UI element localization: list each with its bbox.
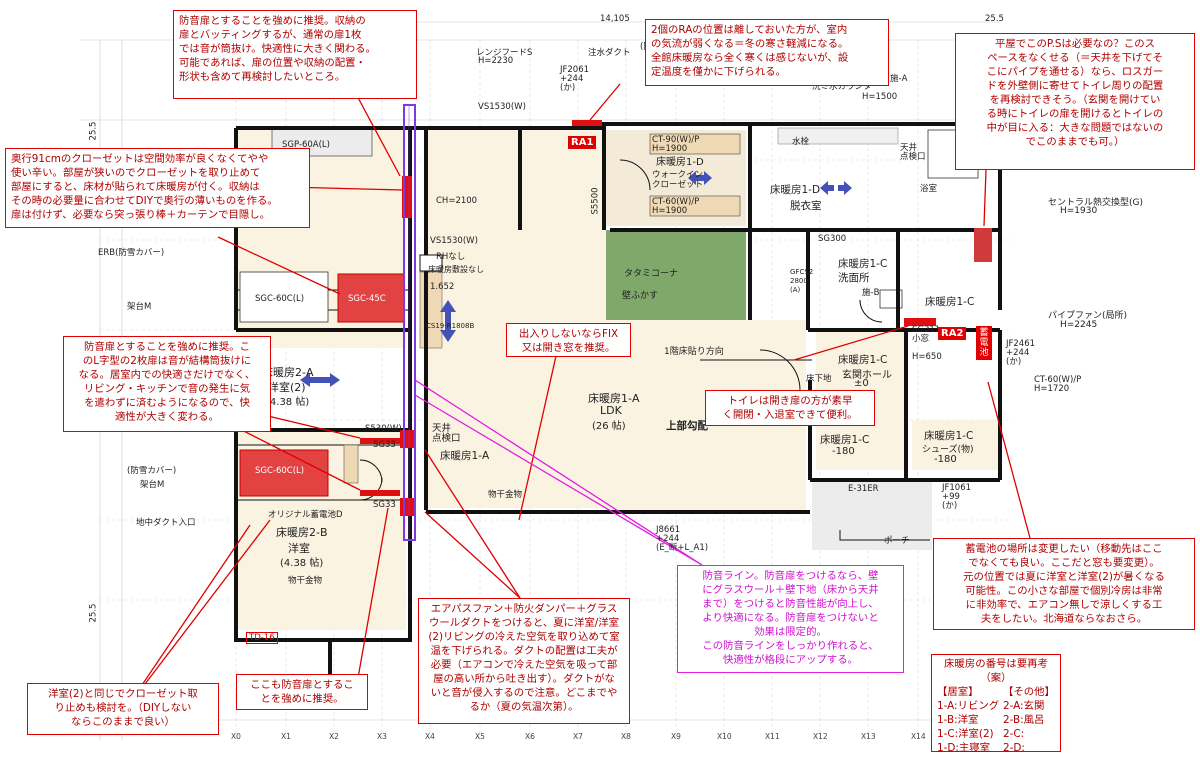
grid-label: X4 [425, 732, 435, 741]
grid-label: X6 [525, 732, 535, 741]
legend-cell: 1-B:洋室 [937, 714, 979, 726]
grid-label: X2 [329, 732, 339, 741]
legend-cell: 2-A:玄関 [1003, 700, 1045, 712]
note-ps-space: 平屋でこのP.Sは必要なの？このス ペースをなくせる（＝天井を下げてそ こにパイ… [955, 33, 1195, 170]
pointer-lines-magenta [414, 379, 703, 566]
grid-label: X9 [671, 732, 681, 741]
grid-label: X13 [861, 732, 876, 741]
note-ra-position: 2個のRAの位置は離しておいた方が、室内 の気流が弱くなる＝冬の寒さ軽減になる。… [645, 19, 889, 86]
legend-row: 1-C:洋室(2) 2-C: [937, 727, 1055, 741]
floor-direction-arrows [300, 171, 852, 387]
note-soundproof-line: 防音ライン。防音扉をつけるなら、壁 にグラスウール＋壁下地（床から天井 まで）を… [677, 565, 904, 673]
legend-title: 床暖房の番号は要再考（案） [944, 658, 1048, 684]
legend-cell: 2-B:風呂 [1003, 714, 1045, 726]
grid-label: X5 [475, 732, 485, 741]
grid-label: X8 [621, 732, 631, 741]
floor-heating-legend: 床暖房の番号は要再考（案） 【居室】 【その他】 1-A:リビング 2-A:玄関… [931, 654, 1061, 755]
note-soundproof-door-bottom: ここも防音扉とするこ とを強めに推奨。 [236, 674, 368, 710]
grid-label: X0 [231, 732, 241, 741]
grid-label: X7 [573, 732, 583, 741]
floor-fills [236, 127, 1002, 630]
legend-cell: 1-D:主寝室 [937, 742, 991, 754]
legend-row: 1-A:リビング 2-A:玄関 [937, 699, 1055, 713]
note-battery-location: 蓄電池の場所は変更したい（移動先はここ でなくても良い。ここだと窓も要変更）。 … [933, 538, 1195, 630]
grid-label: X3 [377, 732, 387, 741]
grid-label: X1 [281, 732, 291, 741]
grid-label-row: X0 X1 X2 X3 X4 X5 X6 X7 X8 X9 X10 X11 X1… [0, 732, 1200, 748]
legend-row: 1-B:洋室 2-B:風呂 [937, 713, 1055, 727]
soundproof-strip [403, 104, 416, 541]
note-closet-depth: 奥行91cmのクローゼットは空間効率が良くなくてやや 使い辛い。部屋が狭いのでク… [5, 148, 310, 228]
legend-cell: 1-C:洋室(2) [937, 728, 994, 740]
legend-cell: 1-A:リビング [937, 700, 1000, 712]
legend-cell: 2-D: [1003, 742, 1025, 754]
note-closet-room-b: 洋室(2)と同じでクローゼット取 り止めも検討を。（DIYしない ならこのままで… [27, 683, 219, 735]
legend-header-row: 【居室】 【その他】 [937, 685, 1055, 699]
grid-label: X11 [765, 732, 780, 741]
grid-label: X14 [911, 732, 926, 741]
pointer-lines [139, 83, 1031, 689]
legend-row: 1-D:主寝室 2-D: [937, 741, 1055, 755]
note-soundproof-l-door: 防音扉とすることを強めに推奨。こ のL字型の2枚扉は音が結構筒抜けに なる。居室… [63, 336, 271, 432]
note-soundproof-door-top: 防音扉とすることを強めに推奨。収納の 扉とバッティングするが、通常の扉1枚 では… [173, 10, 417, 99]
grid-label: X10 [717, 732, 732, 741]
legend-cell: 2-C: [1003, 728, 1025, 740]
legend-head-left: 【居室】 [937, 686, 979, 698]
note-fix-window: 出入りしないならFIX 又は開き窓を推奨。 [506, 323, 631, 357]
legend-head-right: 【その他】 [1003, 686, 1055, 698]
note-air-pass-fan: エアパスファン＋防火ダンパー＋グラス ウールダクトをつけると、夏に洋室/洋室 (… [418, 598, 630, 724]
grid-label: X12 [813, 732, 828, 741]
note-toilet-door: トイレは開き扉の方が素早 く開閉・入退室できて便利。 [705, 390, 875, 426]
